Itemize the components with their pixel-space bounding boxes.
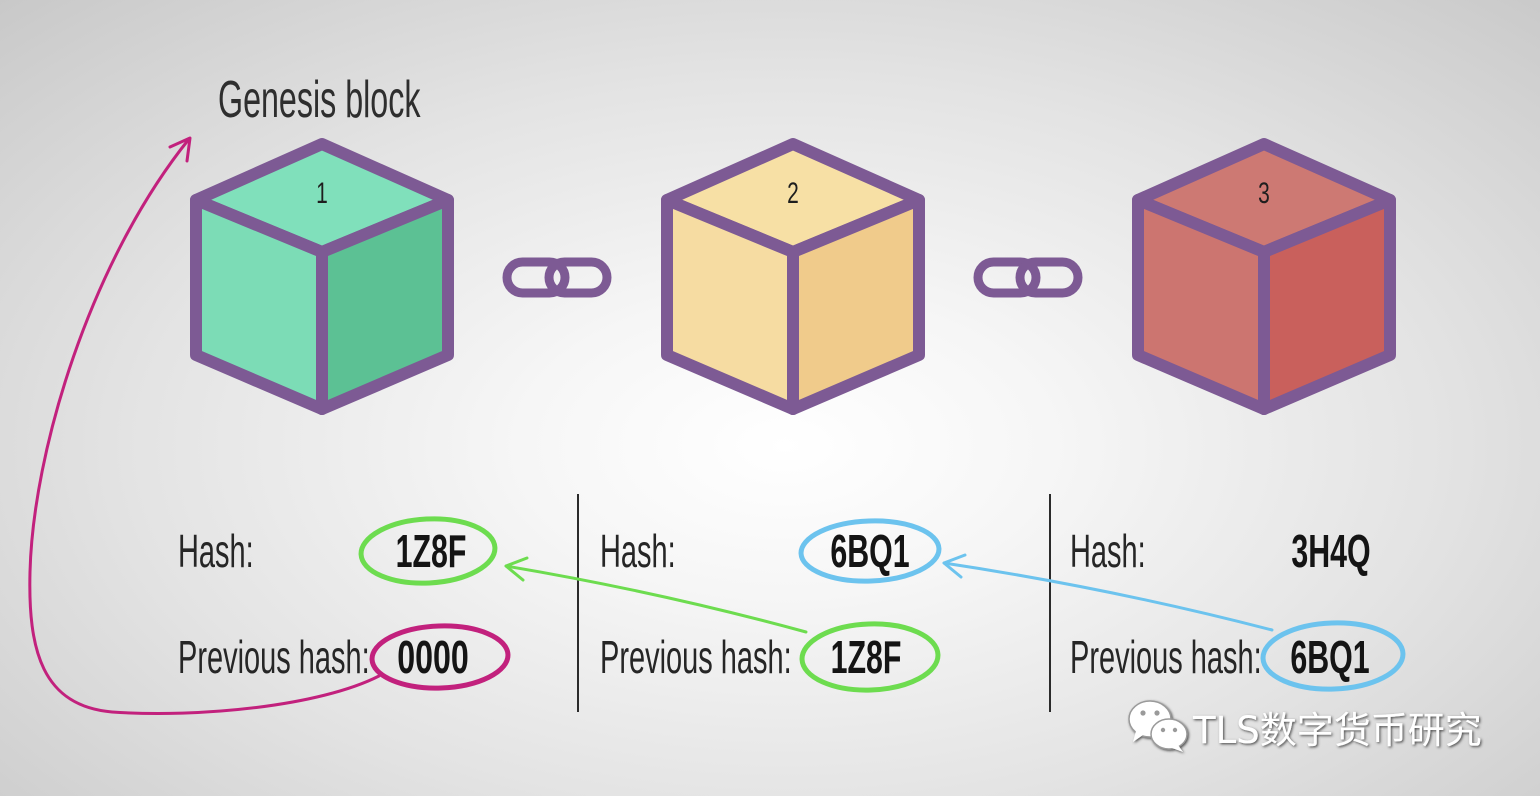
block-number-3: 3 [1258,178,1270,210]
hash-value: 1Z8F [396,527,467,578]
block-cube-1 [190,138,454,415]
arrow-line [942,561,1274,632]
previous-hash-label: Previous hash: [600,632,792,683]
block-cube-3 [1132,138,1396,415]
previous-hash-ring [369,623,511,691]
hash-ring [358,516,498,586]
previous-hash-label: Previous hash: [178,632,370,683]
hash-label: Hash: [1070,526,1146,577]
block-number-1: 1 [316,178,328,210]
hash-label: Hash: [178,526,254,577]
arrowhead [504,556,529,582]
previous-hash-value: 1Z8F [831,633,902,684]
cube-right-face [1258,194,1396,415]
previous-hash-ring [1260,620,1406,692]
watermark: TLS数字货币研究 [1128,700,1482,752]
prev-hash-arrow-2-to-1 [504,556,808,634]
previous-hash-ring [799,621,941,693]
block-number-2: 2 [787,178,799,210]
previous-hash-label: Previous hash: [1070,632,1262,683]
previous-hash-value: 6BQ1 [1290,633,1369,684]
genesis-arrow-line [28,137,381,715]
arrow-line [504,564,808,634]
chain-link-left-ring [973,257,1041,298]
prev-hash-arrow-3-to-2 [942,553,1274,632]
genesis-arrow [28,136,381,715]
hash-label: Hash: [600,526,676,577]
block-info-1: Hash: 1Z8F Previous hash: 0000 [178,516,511,691]
arrowhead [942,553,967,579]
chain-link-left-ring [502,257,570,298]
hash-value: 3H4Q [1291,527,1370,578]
previous-hash-value: 0000 [397,632,469,683]
block-info-3: Hash: 3H4Q Previous hash: 6BQ1 [1070,526,1406,692]
cube-right-face [316,194,454,415]
chain-link-right-ring [544,257,612,298]
block-info-2: Hash: 6BQ1 Previous hash: 1Z8F [600,518,942,693]
cube-right-face [787,194,925,415]
hash-value: 6BQ1 [830,527,909,578]
chain-link-icon [502,257,612,298]
genesis-block-title: Genesis block [218,71,421,129]
hash-ring [798,518,942,584]
chain-link-right-ring [1015,257,1083,298]
watermark-text: TLS数字货币研究 [1192,709,1482,752]
genesis-arrowhead [168,136,192,163]
chain-link-icon [973,257,1083,298]
block-cube-2 [661,138,925,415]
wechat-icon [1128,700,1188,752]
